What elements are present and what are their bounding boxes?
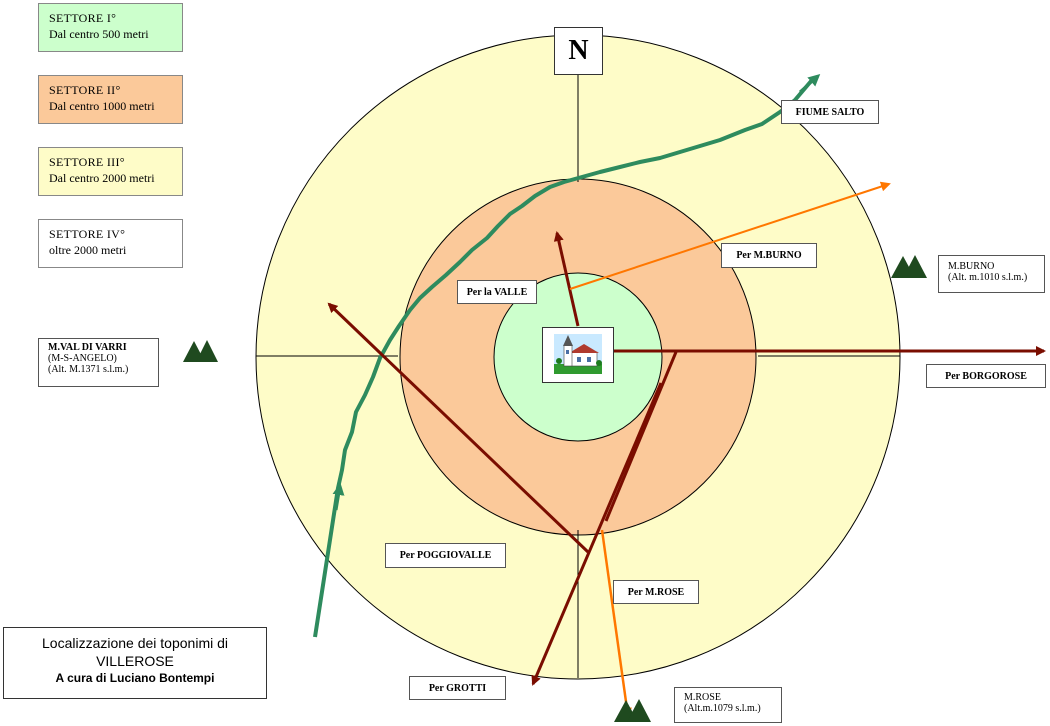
road-mrose xyxy=(600,529,632,718)
title-line-1: Localizzazione dei toponimi di xyxy=(42,635,228,651)
road-poggiovalle xyxy=(327,302,590,554)
north-marker: N xyxy=(554,27,603,75)
legend-sector-4-subtitle: oltre 2000 metri xyxy=(49,243,127,257)
legend-sector-1: SETTORE I° Dal centro 500 metri xyxy=(38,3,183,52)
mountain-icon-rose xyxy=(614,699,651,722)
legend-sector-3-title: SETTORE III° xyxy=(49,155,125,169)
label-fiume-salto: FIUME SALTO xyxy=(781,100,879,124)
legend-sector-3: SETTORE III° Dal centro 2000 metri xyxy=(38,147,183,196)
mountain-val-di-varri-name: M.VAL DI VARRI xyxy=(48,342,127,353)
label-per-borgorose: Per BORGOROSE xyxy=(926,364,1046,388)
legend-sector-4: SETTORE IV° oltre 2000 metri xyxy=(38,219,183,268)
label-per-grotti: Per GROTTI xyxy=(409,676,506,700)
label-per-poggiovalle: Per POGGIOVALLE xyxy=(385,543,506,568)
mountain-rose-name: M.ROSE xyxy=(684,692,721,703)
mountain-val-di-varri-altitude: (Alt. M.1371 s.l.m.) xyxy=(48,364,129,375)
legend-sector-1-title: SETTORE I° xyxy=(49,11,117,25)
label-per-mburno: Per M.BURNO xyxy=(721,243,817,268)
river-arrow-north xyxy=(799,74,821,94)
road-grotti xyxy=(531,382,663,686)
title-line-2: VILLEROSE xyxy=(96,653,174,669)
road-la-valle xyxy=(553,231,580,327)
legend-sector-2: SETTORE II° Dal centro 1000 metri xyxy=(38,75,183,124)
church-icon xyxy=(542,327,614,383)
mountain-rose-altitude: (Alt.m.1079 s.l.m.) xyxy=(684,703,761,714)
mountain-burno-altitude: (Alt. m.1010 s.l.m.) xyxy=(948,272,1028,283)
road-mburno xyxy=(569,181,891,290)
river-line xyxy=(313,78,814,638)
mountain-label-burno: M.BURNO (Alt. m.1010 s.l.m.) xyxy=(938,255,1045,293)
title-author: A cura di Luciano Bontempi xyxy=(55,671,215,685)
mountain-label-rose: M.ROSE (Alt.m.1079 s.l.m.) xyxy=(674,687,782,723)
mountain-label-val-di-varri: M.VAL DI VARRI (M-S-ANGELO) (Alt. M.1371… xyxy=(38,338,159,387)
road-branch-east xyxy=(604,351,678,522)
legend-sector-1-subtitle: Dal centro 500 metri xyxy=(49,27,149,41)
mountain-icon-val-di-varri xyxy=(183,340,218,362)
label-per-mrose: Per M.ROSE xyxy=(613,580,699,604)
mountain-val-di-varri-alt-name: (M-S-ANGELO) xyxy=(48,353,117,364)
mountain-icon-burno xyxy=(891,255,927,278)
legend-sector-2-title: SETTORE II° xyxy=(49,83,121,97)
title-box: Localizzazione dei toponimi di VILLEROSE… xyxy=(3,627,267,699)
legend-sector-2-subtitle: Dal centro 1000 metri xyxy=(49,99,155,113)
mountain-burno-name: M.BURNO xyxy=(948,261,995,272)
river-arrow-south xyxy=(332,483,345,511)
legend-sector-4-title: SETTORE IV° xyxy=(49,227,126,241)
label-per-la-valle: Per la VALLE xyxy=(457,280,537,304)
legend-sector-3-subtitle: Dal centro 2000 metri xyxy=(49,171,155,185)
